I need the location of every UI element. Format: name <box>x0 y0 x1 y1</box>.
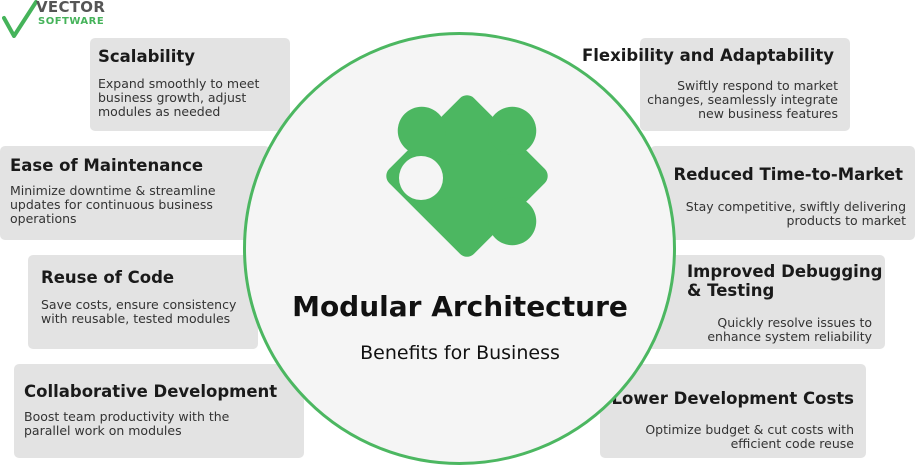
puzzle-piece-icon <box>386 95 548 257</box>
vector-software-logo: VECTOR SOFTWARE <box>2 0 112 40</box>
benefit-title: Ease of Maintenance <box>10 156 204 175</box>
benefit-description: Minimize downtime & streamline updates f… <box>10 183 216 226</box>
benefit-description: Save costs, ensure consistency with reus… <box>41 297 237 326</box>
benefit-description: Optimize budget & cut costs with efficie… <box>645 422 854 451</box>
benefit-title: Reuse of Code <box>41 268 175 287</box>
benefit-card-costs: Lower Development Costs Optimize budget … <box>600 364 866 458</box>
benefit-card-debugging: Improved Debugging & Testing Quickly res… <box>640 255 885 349</box>
logo-wordmark: VECTOR <box>36 0 106 16</box>
checkmark-icon <box>2 0 38 38</box>
benefit-description: Boost team productivity with the paralle… <box>24 409 230 438</box>
benefit-description: Stay competitive, swiftly delivering pro… <box>685 199 906 228</box>
benefit-title: Improved Debugging & Testing <box>687 262 883 300</box>
benefit-card-scalability: Scalability Expand smoothly to meet busi… <box>90 38 290 131</box>
benefit-card-time-to-market: Reduced Time-to-Market Stay competitive,… <box>650 146 915 240</box>
logo-subtitle: SOFTWARE <box>38 16 105 27</box>
benefit-title: Flexibility and Adaptability <box>582 46 834 65</box>
benefit-card-maintenance: Ease of Maintenance Minimize downtime & … <box>0 146 270 240</box>
benefit-card-collaboration: Collaborative Development Boost team pro… <box>14 364 304 458</box>
benefit-description: Quickly resolve issues to enhance system… <box>707 315 872 344</box>
benefit-card-reuse: Reuse of Code Save costs, ensure consist… <box>28 255 258 349</box>
benefit-description: Expand smoothly to meet business growth,… <box>98 76 260 119</box>
benefit-description: Swiftly respond to market changes, seaml… <box>647 78 838 121</box>
benefit-title: Collaborative Development <box>24 382 278 401</box>
center-title: Modular Architecture <box>292 290 628 323</box>
benefit-card-flexibility: Flexibility and Adaptability Swiftly res… <box>582 38 850 131</box>
center-subtitle: Benefits for Business <box>360 342 560 364</box>
benefit-title: Lower Development Costs <box>611 389 854 408</box>
benefit-title: Scalability <box>98 47 196 66</box>
benefit-title: Reduced Time-to-Market <box>673 165 904 184</box>
